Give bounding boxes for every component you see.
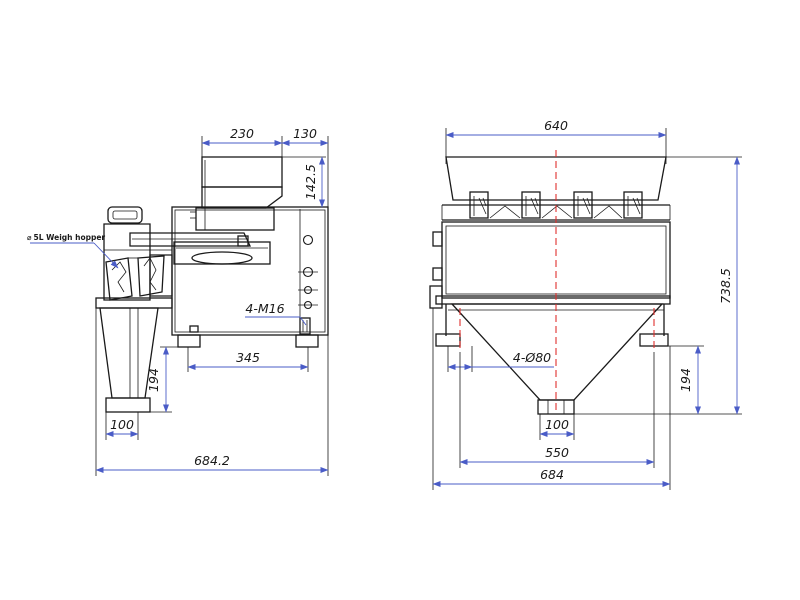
side-feet: [177, 334, 319, 348]
dim-chute-height: 194: [146, 368, 161, 392]
side-foot: [295, 334, 319, 348]
side-foot: [177, 334, 201, 348]
dim-discharge-height: 194: [678, 368, 693, 392]
weigh-head: [469, 191, 489, 219]
front-weigh-heads: [469, 191, 643, 219]
dim-chute-width: 100: [110, 417, 134, 432]
side-control-knob: [302, 234, 314, 246]
side-dimensions: 230 130 142.5 4-M16 345 194 100: [27, 126, 329, 476]
front-view: 640 738.5 4-Ø80 194 100 5: [429, 118, 742, 490]
front-foot: [435, 333, 461, 347]
dim-overall-width: 684: [540, 467, 564, 482]
dim-feet-span: 550: [545, 445, 569, 460]
front-side-fitting: [432, 231, 443, 247]
dim-hopper-height: 142.5: [303, 164, 318, 200]
dim-bolt-callout: 4-M16: [245, 301, 284, 316]
front-side-fitting: [429, 285, 443, 309]
dim-feet-callout: 4-Ø80: [513, 350, 551, 365]
weigh-head: [623, 191, 643, 219]
side-main-body: [129, 206, 329, 336]
dim-hopper-top-offset: 130: [293, 126, 317, 141]
dim-overall-height: 738.5: [718, 268, 733, 304]
front-side-fitting: [432, 267, 443, 281]
side-discharge-chute: [95, 297, 173, 413]
side-feed-hopper: [190, 156, 283, 231]
dim-discharge-width: 100: [545, 417, 569, 432]
front-main-body: [429, 221, 671, 311]
side-view: 230 130 142.5 4-M16 345 194 100: [27, 126, 329, 476]
front-discharge-cone: [450, 303, 664, 415]
weigh-head: [521, 191, 541, 219]
diameter-symbol-glyph: ⌀: [27, 233, 32, 242]
weigh-head: [573, 191, 593, 219]
side-weigh-hopper: [103, 206, 173, 301]
front-dimensions: 640 738.5 4-Ø80 194 100 5: [432, 118, 742, 490]
note-weigh-hopper-label: ⌀5L Weigh hopper: [27, 233, 105, 242]
dim-top-width: 640: [544, 118, 568, 133]
dim-overall-length: 684.2: [194, 453, 230, 468]
dim-footprint-length: 345: [236, 350, 260, 365]
front-feet: [435, 304, 669, 352]
dim-hopper-top-width: 230: [230, 126, 254, 141]
